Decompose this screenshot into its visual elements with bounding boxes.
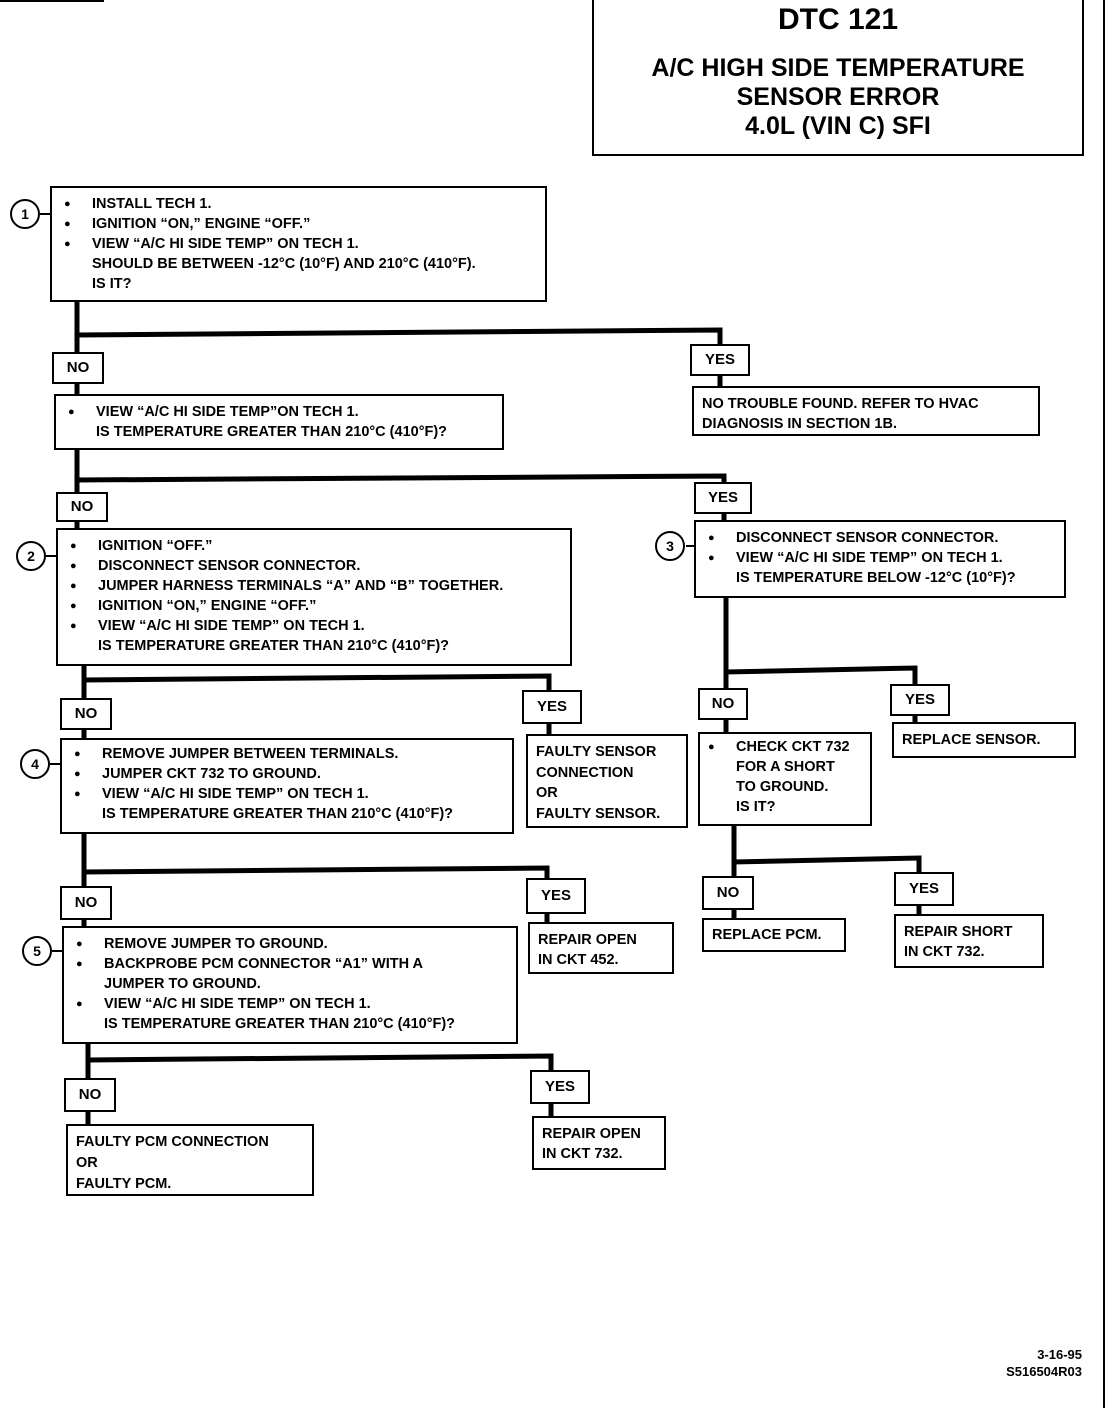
result-text: REPAIR OPEN — [538, 932, 637, 948]
step-3b-question: IS IT? — [736, 799, 776, 815]
title-line-3: 4.0L (VIN C) SFI — [745, 112, 931, 140]
step-3b-text: FOR A SHORT — [736, 759, 835, 775]
result-text: NO TROUBLE FOUND. REFER TO HVAC — [702, 396, 979, 412]
step-3-question: IS TEMPERATURE BELOW -12°C (10°F)? — [736, 570, 1016, 586]
result-repair-open-ckt452: REPAIR OPEN IN CKT 452. — [528, 922, 674, 974]
yes-label: YES — [526, 878, 586, 914]
step-1b-box: VIEW “A/C HI SIDE TEMP”ON TECH 1. IS TEM… — [54, 394, 504, 450]
no-label: NO — [60, 698, 112, 730]
yes-label: YES — [890, 684, 950, 716]
step-1-number: 1 — [10, 199, 40, 229]
step-2-item: DISCONNECT SENSOR CONNECTOR. — [68, 556, 562, 576]
result-text: REPLACE PCM. — [712, 927, 822, 943]
result-replace-sensor: REPLACE SENSOR. — [892, 722, 1076, 758]
footer-date: 3-16-95 — [1037, 1347, 1082, 1362]
no-label: NO — [52, 352, 104, 384]
step-5-box: REMOVE JUMPER TO GROUND. BACKPROBE PCM C… — [62, 926, 518, 1044]
yes-label: YES — [694, 482, 752, 514]
step-1-text: SHOULD BE BETWEEN -12°C (10°F) AND 210°C… — [92, 256, 476, 272]
result-text: IN CKT 732. — [904, 944, 985, 960]
result-text: OR — [76, 1155, 98, 1171]
step-5-text: JUMPER TO GROUND. — [104, 976, 261, 992]
step-2-item: JUMPER HARNESS TERMINALS “A” AND “B” TOG… — [68, 576, 562, 596]
step-2-box: IGNITION “OFF.” DISCONNECT SENSOR CONNEC… — [56, 528, 572, 666]
step-2-item: IGNITION “ON,” ENGINE “OFF.” — [68, 596, 562, 616]
step-4-question: IS TEMPERATURE GREATER THAN 210°C (410°F… — [102, 806, 454, 822]
step-5-question: IS TEMPERATURE GREATER THAN 210°C (410°F… — [104, 1016, 456, 1032]
result-text: FAULTY PCM. — [76, 1176, 172, 1192]
title-block: DTC 121 A/C HIGH SIDE TEMPERATURE SENSOR… — [592, 0, 1084, 156]
step-3-item: DISCONNECT SENSOR CONNECTOR. — [706, 528, 1056, 548]
step-1-box: INSTALL TECH 1. IGNITION “ON,” ENGINE “O… — [50, 186, 547, 302]
no-label: NO — [698, 688, 748, 720]
step-5-item: VIEW “A/C HI SIDE TEMP” ON TECH 1. — [74, 994, 508, 1014]
step-3b-box: CHECK CKT 732 FOR A SHORT TO GROUND. IS … — [698, 732, 872, 826]
result-text: FAULTY SENSOR — [536, 744, 657, 760]
result-text: CONNECTION — [536, 764, 634, 781]
result-text: OR — [536, 785, 558, 801]
footer-code: S516504R03 — [1006, 1364, 1082, 1379]
result-text: FAULTY PCM CONNECTION — [76, 1134, 269, 1150]
result-text: REPAIR OPEN — [542, 1126, 641, 1142]
yes-label: YES — [530, 1070, 590, 1104]
yes-label: YES — [894, 872, 954, 906]
step-1-item: INSTALL TECH 1. — [62, 194, 537, 214]
no-label: NO — [60, 886, 112, 920]
step-2-question: IS TEMPERATURE GREATER THAN 210°C (410°F… — [98, 638, 450, 654]
step-2-item: VIEW “A/C HI SIDE TEMP” ON TECH 1. — [68, 616, 562, 636]
result-text: REPLACE SENSOR. — [902, 732, 1041, 748]
result-text: IN CKT 732. — [542, 1146, 623, 1162]
yes-label: YES — [522, 690, 582, 724]
step-3-number: 3 — [655, 531, 685, 561]
result-text: REPAIR SHORT — [904, 924, 1013, 940]
step-1-item: VIEW “A/C HI SIDE TEMP” ON TECH 1. — [62, 234, 537, 254]
title-line-1: A/C HIGH SIDE TEMPERATURE — [651, 54, 1025, 82]
step-5-item: REMOVE JUMPER TO GROUND. — [74, 934, 508, 954]
step-4-item: REMOVE JUMPER BETWEEN TERMINALS. — [72, 744, 504, 764]
no-label: NO — [64, 1078, 116, 1112]
step-1b-item: VIEW “A/C HI SIDE TEMP”ON TECH 1. — [66, 402, 494, 422]
result-replace-pcm: REPLACE PCM. — [702, 918, 846, 952]
title-line-2: SENSOR ERROR — [736, 83, 940, 111]
step-1-question: IS IT? — [92, 276, 132, 292]
step-5-number: 5 — [22, 936, 52, 966]
step-3b-item: CHECK CKT 732 — [706, 737, 862, 757]
step-3-item: VIEW “A/C HI SIDE TEMP” ON TECH 1. — [706, 548, 1056, 568]
step-4-number: 4 — [20, 749, 50, 779]
result-repair-short-ckt732: REPAIR SHORT IN CKT 732. — [894, 914, 1044, 968]
step-2-item: IGNITION “OFF.” — [68, 536, 562, 556]
step-4-item: VIEW “A/C HI SIDE TEMP” ON TECH 1. — [72, 784, 504, 804]
step-1-item: IGNITION “ON,” ENGINE “OFF.” — [62, 214, 537, 234]
yes-label: YES — [690, 344, 750, 376]
result-repair-open-ckt732: REPAIR OPEN IN CKT 732. — [532, 1116, 666, 1170]
step-3-box: DISCONNECT SENSOR CONNECTOR. VIEW “A/C H… — [694, 520, 1066, 598]
result-no-trouble-found: NO TROUBLE FOUND. REFER TO HVAC DIAGNOSI… — [692, 386, 1040, 436]
step-4-item: JUMPER CKT 732 TO GROUND. — [72, 764, 504, 784]
step-4-box: REMOVE JUMPER BETWEEN TERMINALS. JUMPER … — [60, 738, 514, 834]
result-text: DIAGNOSIS IN SECTION 1B. — [702, 416, 897, 432]
step-3b-text: TO GROUND. — [736, 779, 829, 795]
step-5-item: BACKPROBE PCM CONNECTOR “A1” WITH A — [74, 954, 508, 974]
dtc-code: DTC 121 — [777, 3, 899, 36]
result-faulty-sensor: FAULTY SENSOR CONNECTION OR FAULTY SENSO… — [526, 734, 688, 828]
result-text: FAULTY SENSOR. — [536, 805, 661, 822]
no-label: NO — [56, 492, 108, 522]
step-1b-question: IS TEMPERATURE GREATER THAN 210°C (410°F… — [96, 424, 448, 440]
result-text: IN CKT 452. — [538, 952, 619, 968]
step-2-number: 2 — [16, 541, 46, 571]
no-label: NO — [702, 876, 754, 910]
result-faulty-pcm: FAULTY PCM CONNECTION OR FAULTY PCM. — [66, 1124, 314, 1196]
footer: 3-16-95 S516504R03 — [1006, 1346, 1082, 1380]
